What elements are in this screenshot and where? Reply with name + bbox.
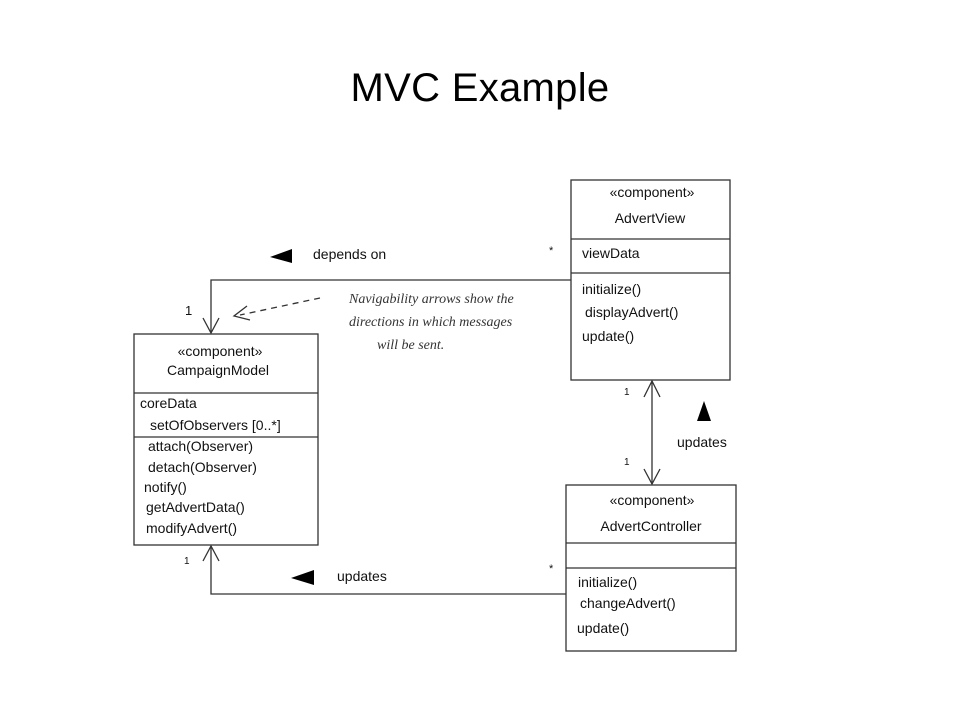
advert-controller-stereotype: «component»	[610, 492, 695, 508]
model-multiplicity-one: 1	[185, 303, 192, 318]
campaign-model-stereotype: «component»	[178, 343, 263, 359]
advert-view-name: AdvertView	[615, 210, 686, 226]
advert-view-operation: update()	[582, 328, 634, 344]
advert-view-attribute: viewData	[582, 245, 640, 261]
advert-view-operation: initialize()	[582, 281, 641, 297]
note-line: will be sent.	[377, 338, 444, 353]
open-arrowhead-icon	[232, 305, 251, 321]
controller-multiplicity-one: 1	[624, 457, 630, 468]
view-controller-association: updates 1 1	[624, 379, 727, 486]
campaign-model-operation: detach(Observer)	[148, 459, 257, 475]
view-controller-updates-label: updates	[677, 434, 727, 450]
campaign-model-class[interactable]: «component» CampaignModel coreData setOf…	[133, 333, 319, 546]
open-arrowhead-icon	[202, 544, 220, 562]
view-multiplicity-one: 1	[624, 387, 630, 398]
campaign-model-box	[133, 333, 319, 546]
advert-controller-operation: update()	[577, 620, 629, 636]
note-line: directions in which messages	[349, 315, 513, 330]
model-multiplicity-one: 1	[184, 556, 190, 567]
campaign-model-operation: attach(Observer)	[148, 438, 253, 454]
open-arrowhead-icon	[643, 468, 661, 486]
direction-triangle-icon	[270, 249, 292, 263]
depends-on-line	[210, 279, 571, 333]
direction-triangle-icon	[697, 401, 711, 421]
campaign-model-attribute: coreData	[140, 395, 197, 411]
open-arrowhead-icon	[643, 379, 661, 398]
direction-triangle-icon	[291, 570, 314, 585]
campaign-model-attribute: setOfObservers [0..*]	[150, 417, 281, 433]
advert-controller-name: AdvertController	[600, 518, 701, 534]
controller-updates-label: updates	[337, 568, 387, 584]
note-line: Navigability arrows show the	[348, 292, 514, 307]
depends-on-association: depends on * 1	[185, 245, 571, 335]
controller-updates-line	[210, 546, 566, 595]
note-pointer-line	[239, 297, 321, 316]
campaign-model-name: CampaignModel	[167, 362, 269, 378]
campaign-model-operation: notify()	[144, 479, 187, 495]
depends-on-label: depends on	[313, 246, 386, 262]
open-arrowhead-icon	[202, 317, 220, 335]
slide-title: MVC Example	[350, 66, 610, 110]
advert-view-stereotype: «component»	[610, 184, 695, 200]
advert-view-operation: displayAdvert()	[585, 304, 678, 320]
advert-controller-operation: initialize()	[578, 574, 637, 590]
navigability-note: Navigability arrows show the directions …	[232, 292, 514, 353]
controller-updates-model-association: updates * 1	[184, 544, 566, 595]
advert-controller-operation: changeAdvert()	[580, 595, 676, 611]
campaign-model-operation: modifyAdvert()	[146, 520, 237, 536]
controller-multiplicity-star: *	[549, 563, 554, 575]
advert-controller-class[interactable]: «component» AdvertController initialize(…	[565, 484, 737, 652]
campaign-model-operation: getAdvertData()	[146, 499, 245, 515]
view-multiplicity-star: *	[549, 245, 554, 257]
advert-view-class[interactable]: «component» AdvertView viewData initiali…	[570, 179, 731, 381]
